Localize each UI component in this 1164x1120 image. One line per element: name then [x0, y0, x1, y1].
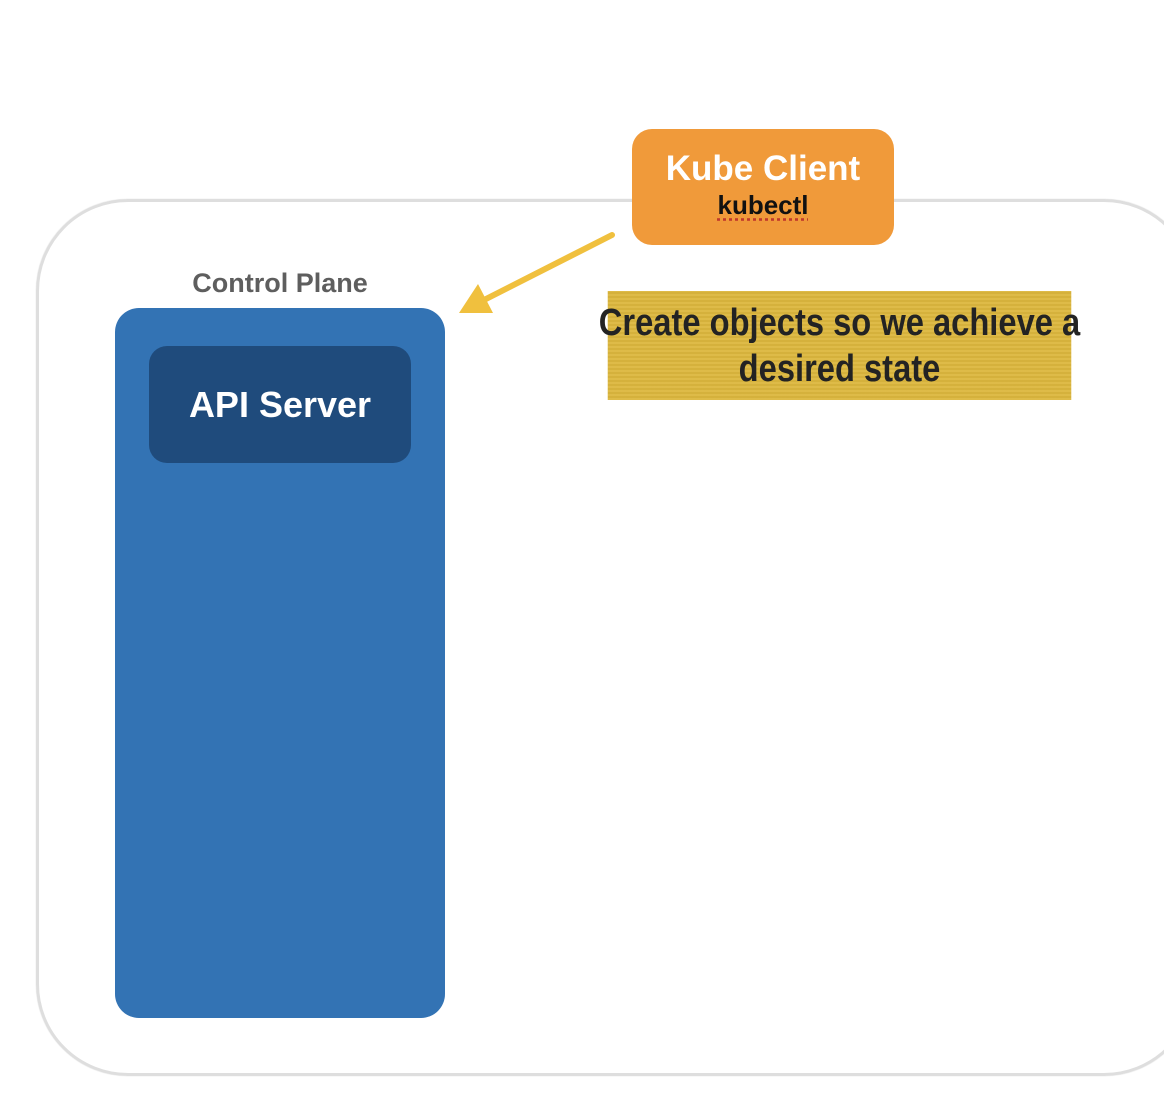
cluster-boundary — [36, 199, 1164, 1076]
kube-client-subtitle: kubectl — [717, 190, 809, 220]
kube-client-box: Kube Client kubectl — [632, 129, 894, 245]
control-plane-label: Control Plane — [192, 268, 368, 298]
api-server-box: API Server — [149, 346, 411, 463]
desired-state-note-text: Create objects so we achieve a desired s… — [598, 301, 1081, 390]
kube-client-title: Kube Client — [665, 149, 861, 188]
desired-state-note: Create objects so we achieve a desired s… — [599, 291, 1080, 400]
arrow-head — [459, 284, 493, 313]
api-server-label: API Server — [188, 383, 372, 425]
arrow-shaft — [481, 232, 615, 303]
